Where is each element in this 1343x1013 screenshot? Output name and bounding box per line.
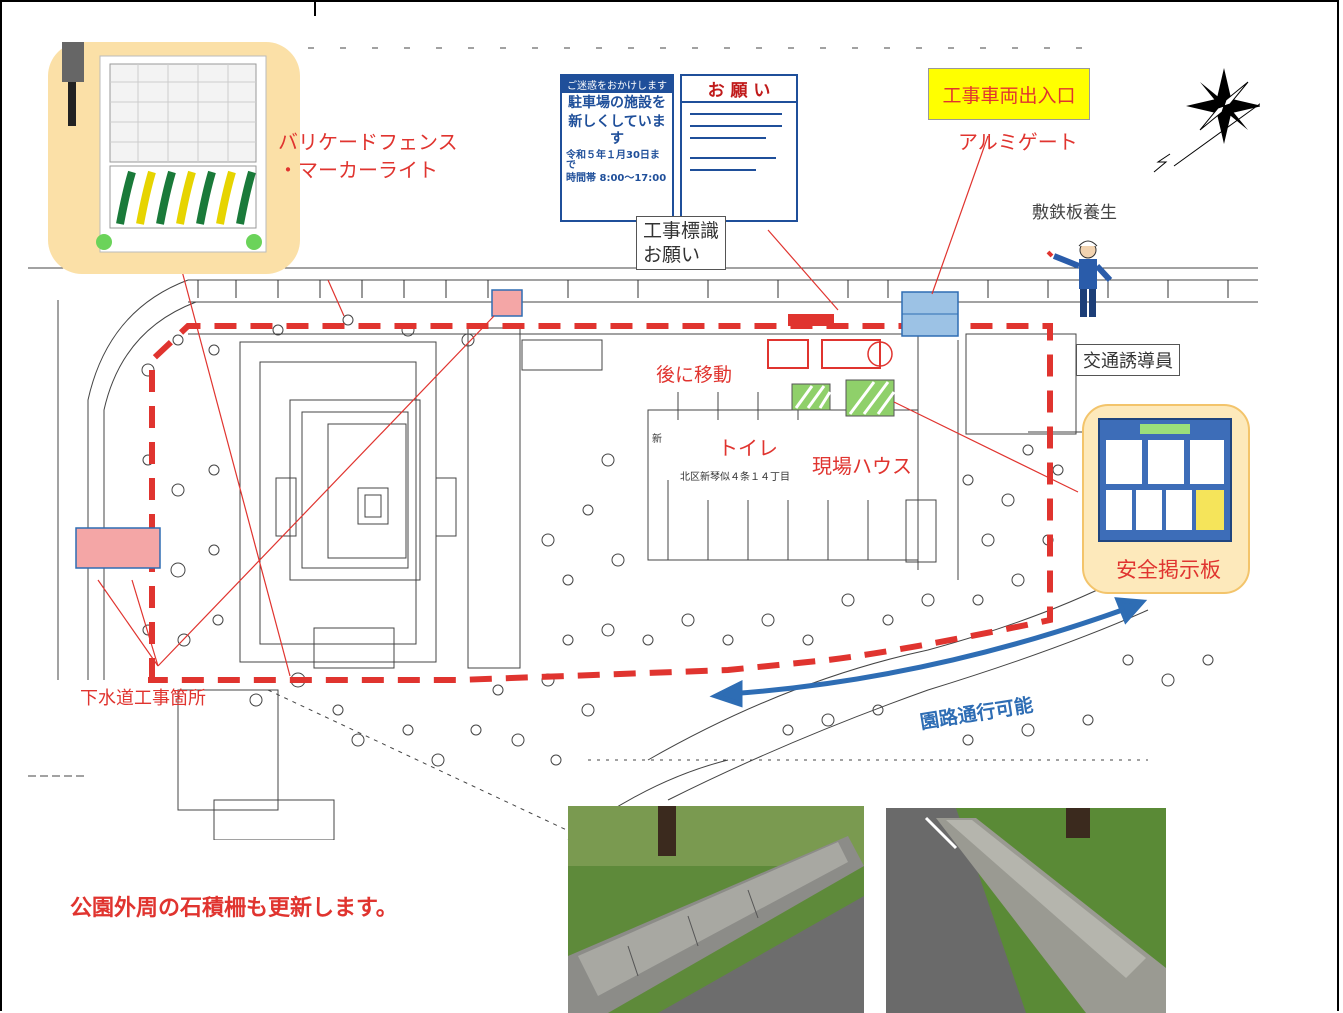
fence-label: バリケードフェンス ・マーカーライト [278, 128, 458, 184]
safety-board-image [1098, 418, 1232, 542]
signboard-hours: 時間帯 8:00～17:00 [566, 173, 667, 184]
vehicle-entrance-label: 工事車両出入口 [928, 68, 1090, 120]
sign-label-line2: お願い [643, 244, 701, 266]
toilet-label: トイレ [718, 436, 778, 460]
map-address: 北区新琴似４条１４丁目 [680, 470, 790, 483]
move-later-label: 後に移動 [656, 364, 733, 386]
header-divider [314, 0, 316, 16]
fence-label-line1: バリケードフェンス [278, 130, 458, 154]
steel-plate-label: 敷鉄板養生 [1032, 203, 1117, 223]
barricade-fence-image-card [48, 42, 300, 274]
signboard-title-1: 駐車場の施設を [568, 95, 666, 111]
request-signboard: お 願 い [680, 74, 798, 222]
map-new-mark: 新 [652, 432, 662, 445]
site-house-label: 現場ハウス [812, 454, 912, 478]
aluminum-gate-label: アルミゲート [958, 130, 1078, 154]
traffic-guide-label: 交通誘導員 [1076, 344, 1180, 376]
signboard-header: ご迷惑をおかけします [562, 76, 672, 93]
stone-wall-notice: 公園外周の石積柵も更新します。 [70, 896, 398, 921]
site-plan-map: 新 北区新琴似４条１４丁目 [28, 40, 1305, 841]
safety-board-label: 安全掲示板 [1116, 558, 1221, 582]
signboard-period: 令和５年１月30日まで [566, 150, 660, 171]
sign-label-box: 工事標識 お願い [636, 216, 727, 270]
construction-signboard: ご迷惑をおかけします 駐車場の施設を 新しくしています 令和５年１月30日まで … [560, 74, 674, 222]
sign-label-line1: 工事標識 [643, 220, 720, 242]
stone-wall-photo-1 [568, 806, 864, 1013]
signboard-title-2: 新しくしています [568, 114, 666, 147]
fence-label-line2: ・マーカーライト [278, 158, 438, 182]
request-header: お 願 い [682, 76, 796, 103]
request-body-text [682, 103, 796, 199]
sewer-work-label: 下水道工事箇所 [80, 688, 206, 709]
stone-wall-photo-2 [886, 808, 1166, 1013]
